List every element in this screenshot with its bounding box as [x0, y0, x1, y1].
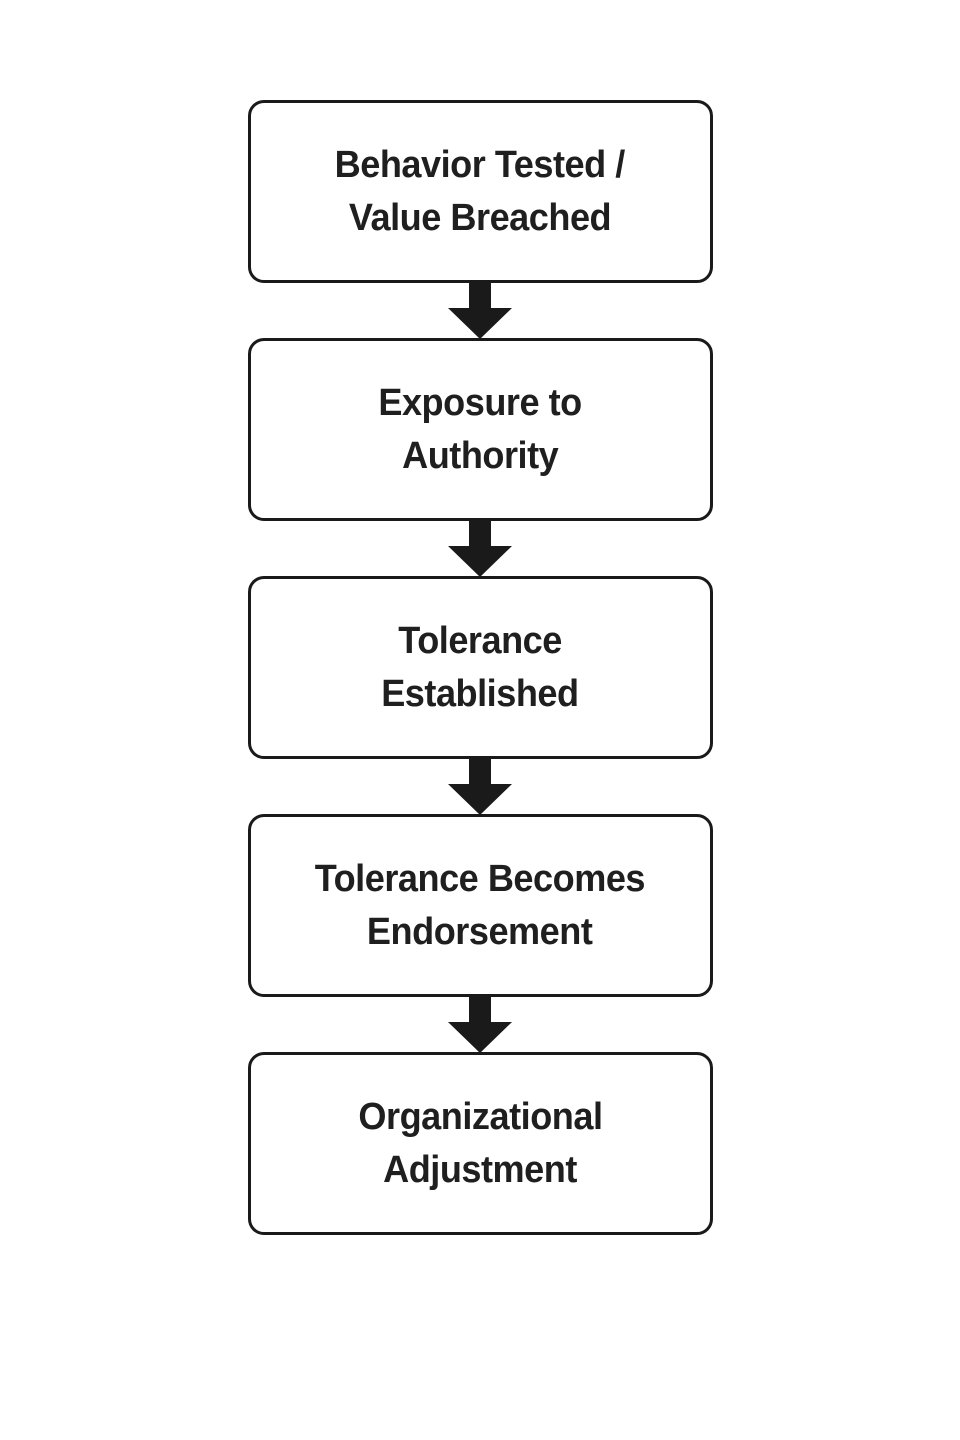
- flow-step-label: Established: [381, 672, 579, 715]
- flow-step-label: Behavior Tested /: [334, 143, 626, 186]
- flow-step-label: Tolerance: [398, 619, 562, 662]
- flow-step-label: Value Breached: [348, 196, 612, 239]
- flowchart: Behavior Tested / Value Breached Exposur…: [0, 100, 960, 1235]
- flow-step-label: Organizational: [357, 1095, 603, 1138]
- down-arrow-icon: [448, 282, 512, 339]
- down-arrow-icon: [448, 520, 512, 577]
- flow-step-label: Authority: [401, 434, 559, 477]
- down-arrow-icon: [448, 758, 512, 815]
- flow-step-tolerance-established: Tolerance Established: [247, 576, 713, 759]
- flow-step-organizational-adjustment: Organizational Adjustment: [247, 1052, 713, 1235]
- flow-step-label: Adjustment: [383, 1148, 577, 1191]
- flow-step-tolerance-becomes-endorsement: Tolerance Becomes Endorsement: [247, 814, 713, 997]
- flow-step-label: Tolerance Becomes: [314, 857, 646, 900]
- down-arrow-icon: [448, 996, 512, 1053]
- flow-step-label: Endorsement: [367, 910, 593, 953]
- flow-step-exposure-to-authority: Exposure to Authority: [247, 338, 713, 521]
- flow-step-label: Exposure to: [378, 381, 582, 424]
- flow-step-behavior-tested: Behavior Tested / Value Breached: [247, 100, 713, 283]
